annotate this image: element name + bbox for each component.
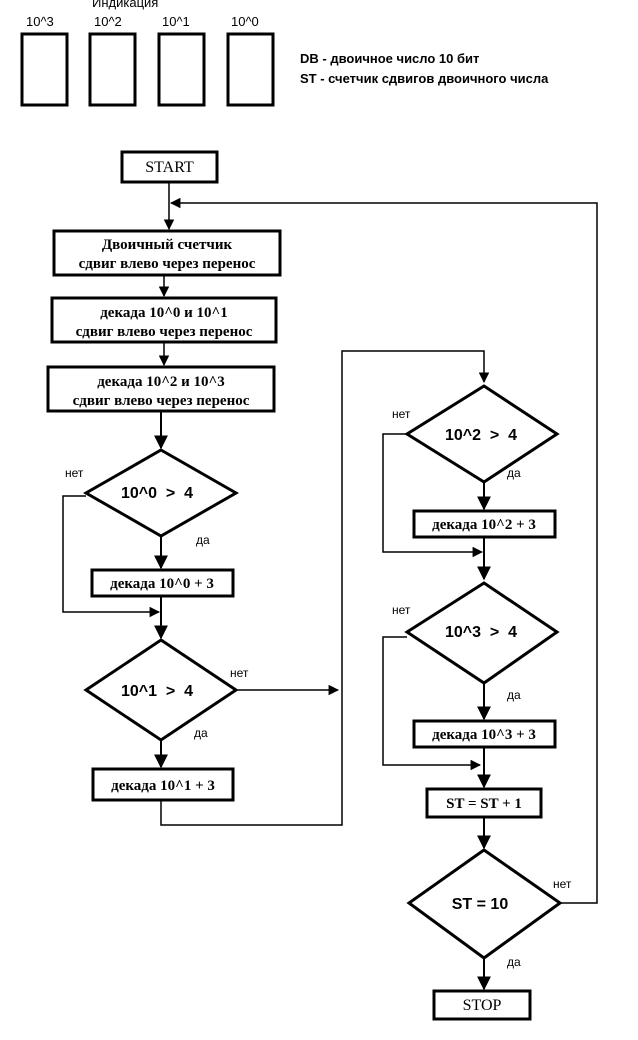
cond2-no-label: нет (392, 407, 411, 421)
add2-label: декада 10^2 + 3 (432, 517, 536, 533)
cond1-yes-label: да (194, 726, 208, 740)
digit-label-1: 10^1 (162, 14, 190, 29)
shift-dec23-line2: сдвиг влево через перенос (73, 393, 250, 409)
shift-dec01-line2: сдвиг влево через перенос (76, 324, 253, 340)
cond0-no-path (62, 495, 161, 618)
cond0-label: 10^0 > 4 (121, 485, 193, 502)
cond3-label: 10^3 > 4 (445, 624, 517, 641)
st-inc-box (425, 787, 543, 819)
cond2-label: 10^2 > 4 (445, 427, 517, 444)
connector-to-right-column (160, 350, 490, 826)
digit-label-2: 10^2 (94, 14, 122, 29)
loop-back-line (169, 197, 598, 904)
digit-box-0 (226, 32, 275, 107)
add0-label: декада 10^0 + 3 (110, 576, 214, 592)
stop-label: STOP (463, 997, 502, 1014)
legend-db: DB - двоичное число 10 бит (300, 51, 479, 66)
cond1-no-label: нет (230, 666, 249, 680)
cond3-yes-label: да (507, 688, 521, 702)
indication-title: Индикация (92, 0, 158, 10)
cond2-no-path (382, 433, 484, 558)
stop-terminal (432, 989, 532, 1021)
shift-dec23-line1: декада 10^2 и 10^3 (97, 374, 225, 390)
add1-box (91, 767, 235, 802)
shift-dec01-box (50, 296, 278, 344)
st-check-label: ST = 10 (452, 896, 509, 913)
digit-box-2 (88, 32, 137, 107)
cond0-yes-label: да (196, 533, 210, 547)
digit-box-3 (20, 32, 69, 107)
digit-label-0: 10^0 (231, 14, 259, 29)
cond2-yes-label: да (507, 466, 521, 480)
digit-label-3: 10^3 (26, 14, 54, 29)
add1-label: декада 10^1 + 3 (111, 778, 215, 794)
shift-binary-box (52, 229, 282, 277)
st-check-yes-label: да (507, 955, 521, 969)
digit-box-1 (157, 32, 206, 107)
add3-label: декада 10^3 + 3 (432, 727, 536, 743)
cond3-no-label: нет (392, 603, 411, 617)
shift-dec01-line1: декада 10^0 и 10^1 (100, 305, 228, 321)
cond0-no-label: нет (65, 466, 84, 480)
start-label: START (145, 159, 194, 176)
shift-binary-line2: сдвиг влево через перенос (79, 256, 256, 272)
legend-st: ST - счетчик сдвигов двоичного числа (300, 71, 549, 86)
st-inc-label: ST = ST + 1 (446, 796, 522, 812)
shift-binary-line1: Двоичный счетчик (102, 237, 233, 253)
add0-box (90, 568, 235, 598)
cond3-no-path (382, 636, 482, 771)
cond1-label: 10^1 > 4 (121, 683, 193, 700)
st-check-no-label: нет (553, 877, 572, 891)
